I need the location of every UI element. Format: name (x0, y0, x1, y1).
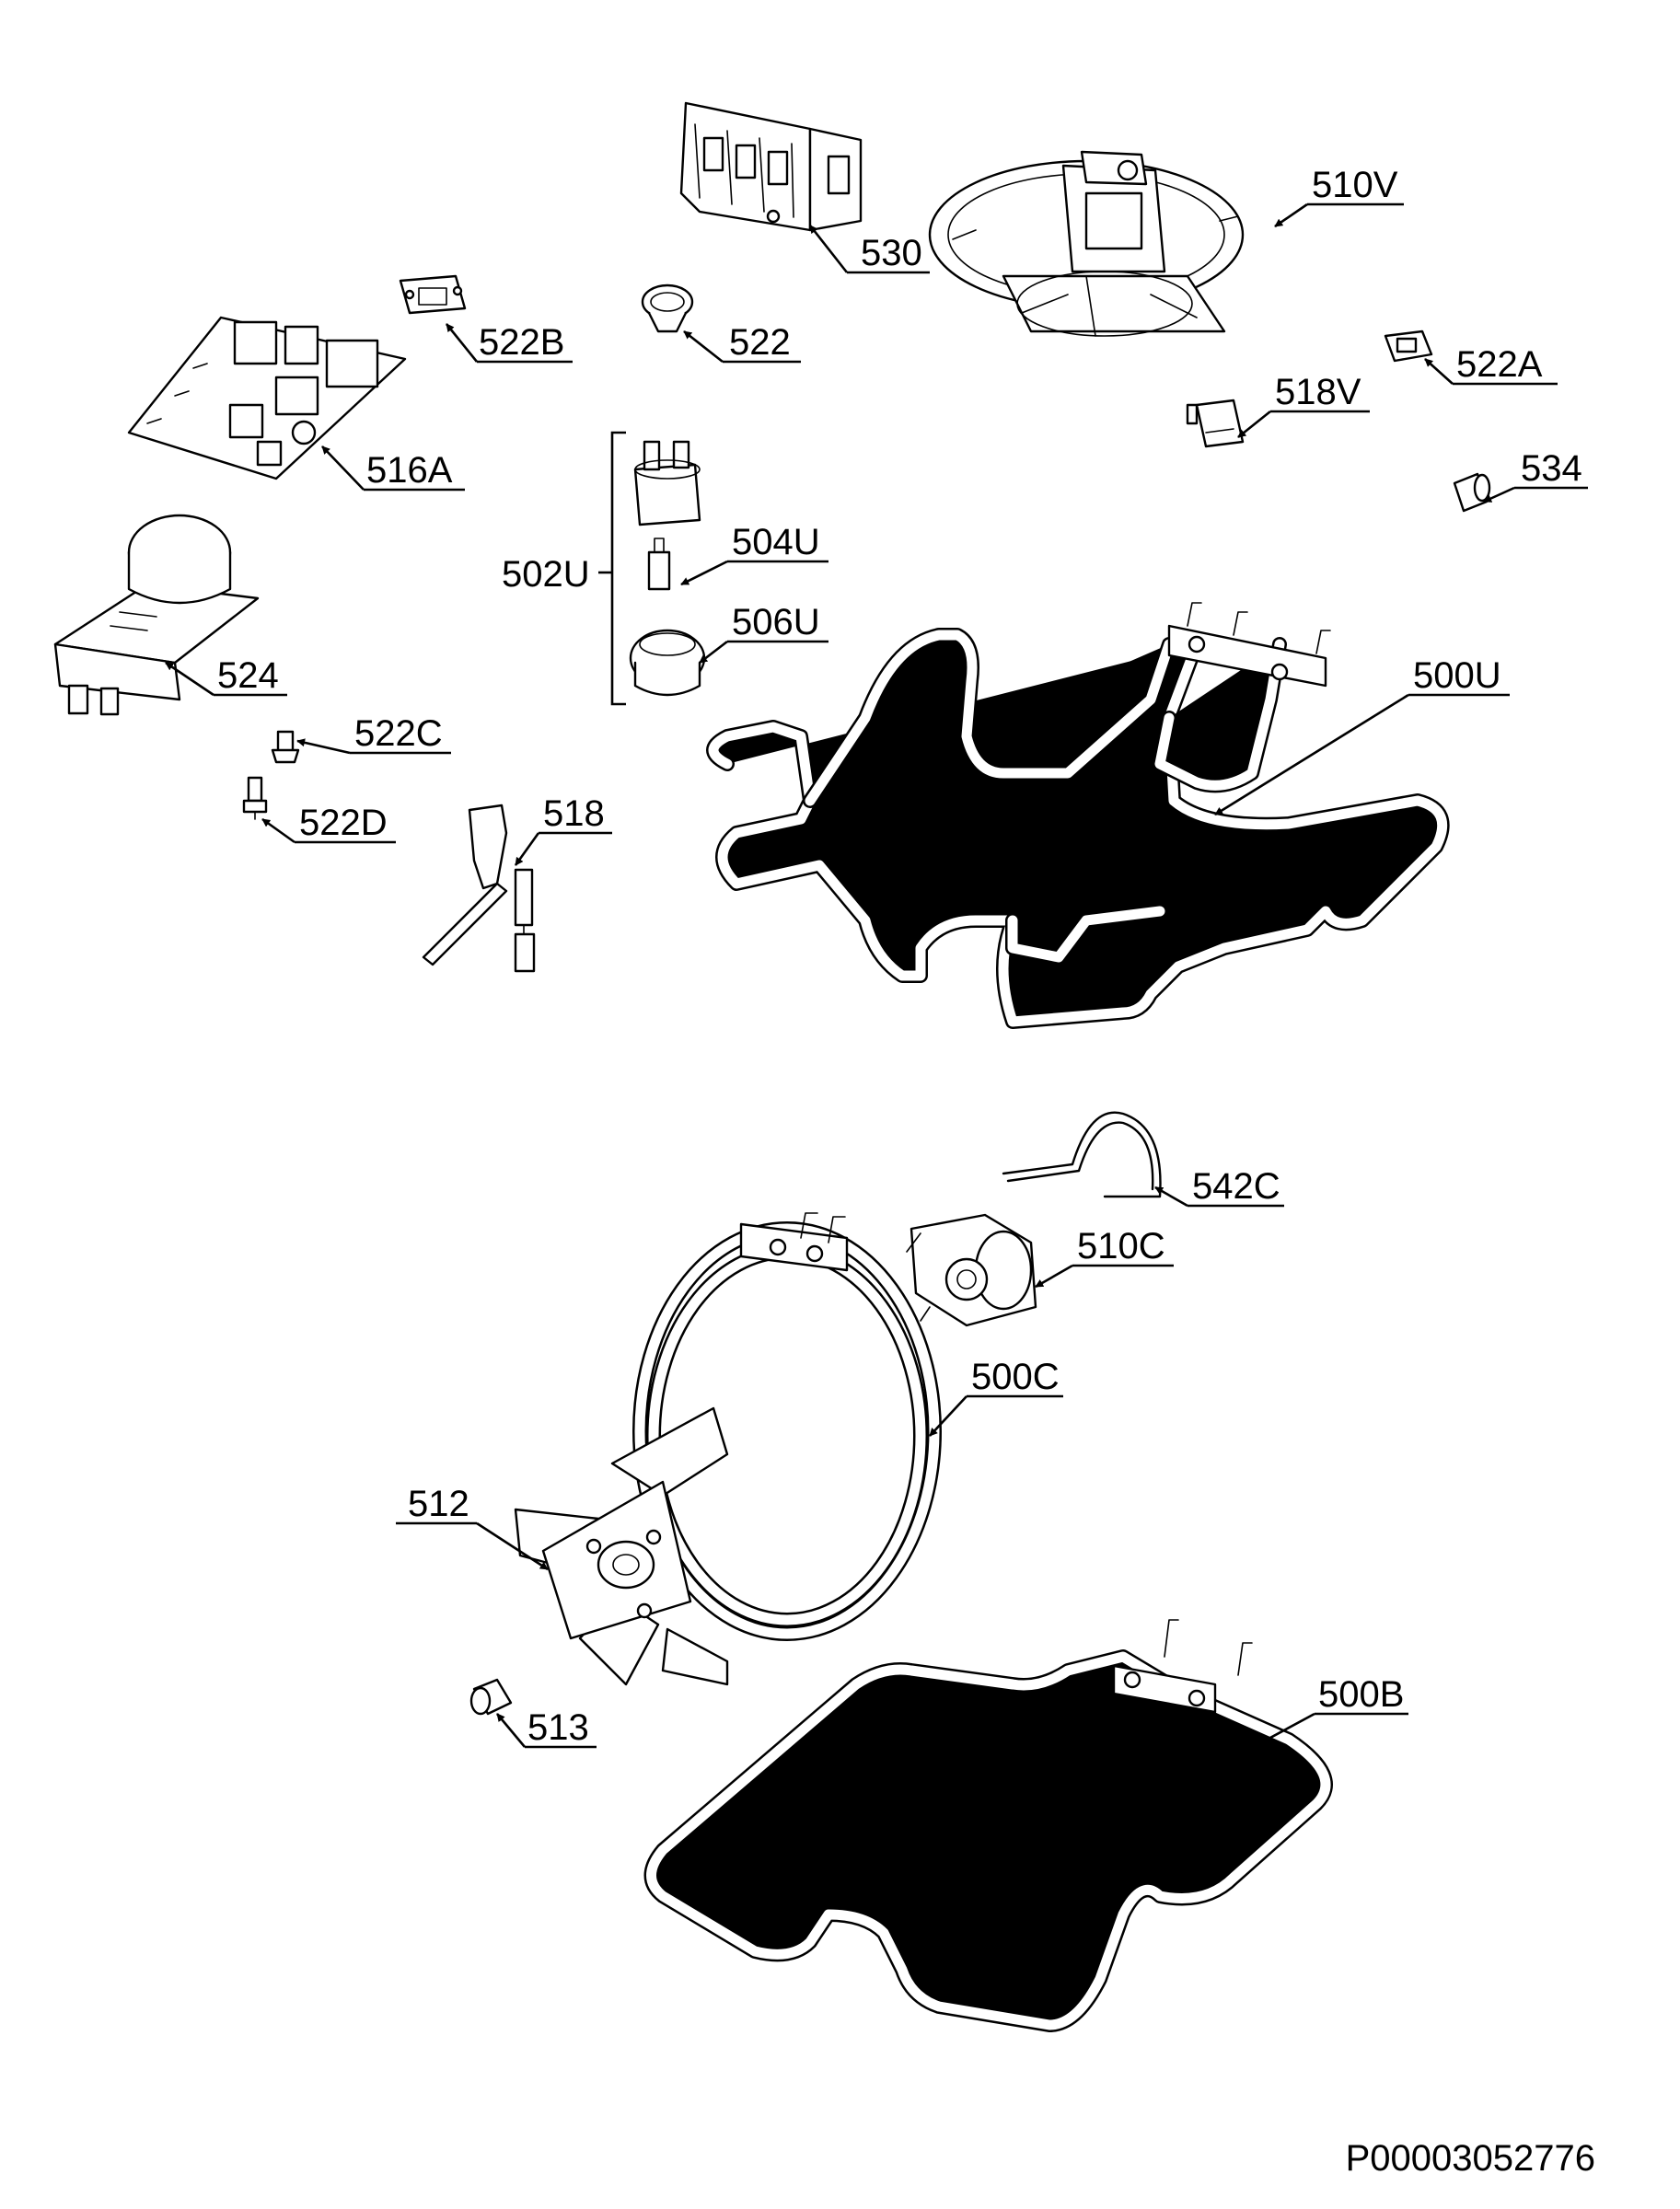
callout-label: 510V (1312, 165, 1398, 205)
callout-518v: 518V (1237, 372, 1370, 439)
callout-label: 500C (971, 1357, 1060, 1397)
callout-label: 522A (1456, 344, 1543, 385)
callout-label: 534 (1521, 448, 1582, 489)
sensor-518v (1186, 399, 1245, 448)
clip-522b (399, 274, 467, 315)
callout-label: 510C (1077, 1226, 1165, 1266)
control-board-516a (127, 316, 407, 480)
callout-label: 506U (732, 602, 820, 642)
callout-534: 534 (1483, 448, 1588, 503)
lamp-glass-506u (629, 629, 706, 697)
lamp-bulb-504u (647, 538, 671, 591)
nut-513 (469, 1678, 513, 1716)
callout-label: 522 (729, 322, 791, 363)
clip-522a (1384, 330, 1433, 363)
circular-heating-element-500c (632, 1212, 942, 1641)
group-bracket-502u (598, 431, 626, 706)
callout-502u: 502U (502, 554, 590, 595)
callout-500u: 500U (1214, 655, 1510, 816)
callout-label: 512 (408, 1484, 469, 1524)
temperature-sensor-518 (422, 804, 536, 973)
callout-506u: 506U (699, 602, 828, 665)
callout-510c: 510C (1035, 1226, 1174, 1289)
callout-label: 513 (527, 1707, 589, 1748)
door-lock-524 (53, 514, 260, 716)
callout-522c: 522C (296, 713, 451, 755)
lamp-534 (1453, 472, 1491, 513)
bottom-heating-element-500b (652, 1619, 1327, 2025)
callout-label: 530 (861, 233, 922, 273)
callout-label: 542C (1192, 1166, 1280, 1207)
callout-516a: 516A (321, 445, 465, 492)
callout-label: 522C (354, 713, 443, 754)
fan-motor-assembly-510v (928, 150, 1245, 337)
callout-label: 516A (366, 450, 453, 491)
callout-513: 513 (496, 1707, 597, 1749)
callout-500c: 500C (929, 1357, 1063, 1437)
terminal-block-530 (679, 101, 863, 232)
callout-542c: 542C (1154, 1166, 1284, 1208)
lamp-clip-522 (641, 283, 694, 333)
wire-clip-542c (1002, 1111, 1162, 1198)
document-id: P00003052776 (1345, 2138, 1595, 2179)
callout-522d: 522D (261, 803, 396, 844)
callout-label: 518V (1275, 372, 1361, 412)
callout-530: 530 (808, 225, 930, 274)
callout-522a: 522A (1424, 344, 1558, 386)
callout-524: 524 (165, 655, 287, 697)
callout-522: 522 (683, 322, 801, 364)
callout-label: 500B (1318, 1674, 1404, 1715)
callout-522b: 522B (445, 322, 573, 364)
callout-label: 522D (299, 803, 388, 843)
callout-label: 524 (217, 655, 279, 696)
callout-504u: 504U (680, 522, 828, 586)
callout-518: 518 (514, 793, 612, 866)
grill-heating-element-500u (713, 602, 1442, 1022)
callout-500b: 500B (1223, 1674, 1408, 1764)
callout-512: 512 (396, 1484, 549, 1571)
callout-label: 522B (479, 322, 564, 363)
callout-510v: 510V (1274, 165, 1404, 228)
callout-label: 504U (732, 522, 820, 562)
group-label: 502U (502, 554, 590, 595)
pin-522d (242, 776, 268, 820)
clip-522c (271, 730, 300, 764)
callout-label: 518 (543, 793, 605, 834)
fan-blade-512 (514, 1406, 729, 1686)
convection-fan-motor-510c (906, 1213, 1037, 1327)
lamp-holder-502u (633, 440, 701, 526)
callout-label: 500U (1413, 655, 1501, 696)
